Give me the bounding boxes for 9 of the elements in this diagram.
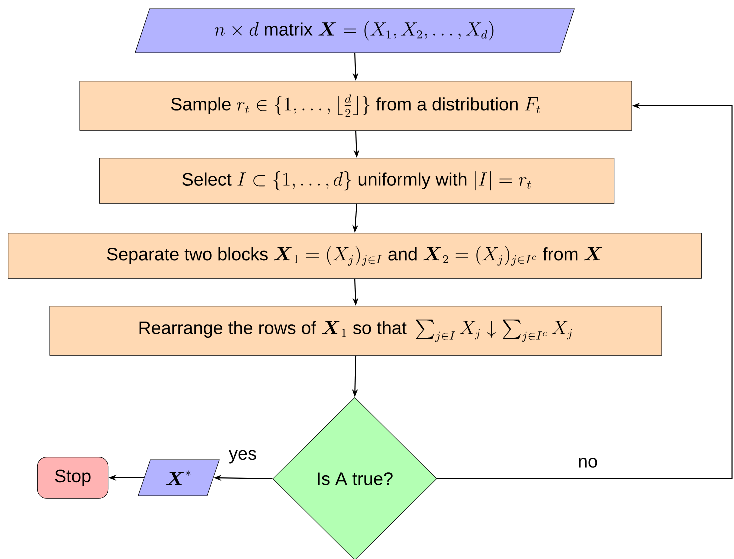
- input-parallelogram: $n \times d \text{ matrix } \boldsymbol{X} = (X_1, X_2, \ldots, X_d)$: [135, 8, 575, 54]
- terminal-box: Stop: [37, 457, 109, 499]
- process-box: $\text{Sample } r_t \in \{1, \ldots, \lfloor \tfrac{d}{2} \rfloor\} \text{ from a distribution } F_t$: [80, 81, 632, 131]
- output-parallelogram: $\boldsymbol{X}^*$: [138, 460, 220, 496]
- edge-label: no: [576, 456, 600, 470]
- edge-label: yes: [228, 448, 258, 466]
- process-box: $\text{Separate two blocks } \boldsymbol{X}_1 = (X_j)_{j \in I} \text{ and } \boldsymbol{X}_2 = (X_j)_{j \in I^c} \text{ from } \boldsymbol{X}$: [8, 233, 702, 279]
- process-box: $\text{Select } I \subset \{1, \ldots, d\} \text{ uniformly with } |I| = r_t$: [99, 158, 615, 204]
- process-box: $\text{Rearrange the rows of } \boldsymbol{X}_1 \text{ so that } \sum_{j \in I} X_j \downarrow \sum_{j \in I^c} X_j$: [50, 306, 662, 356]
